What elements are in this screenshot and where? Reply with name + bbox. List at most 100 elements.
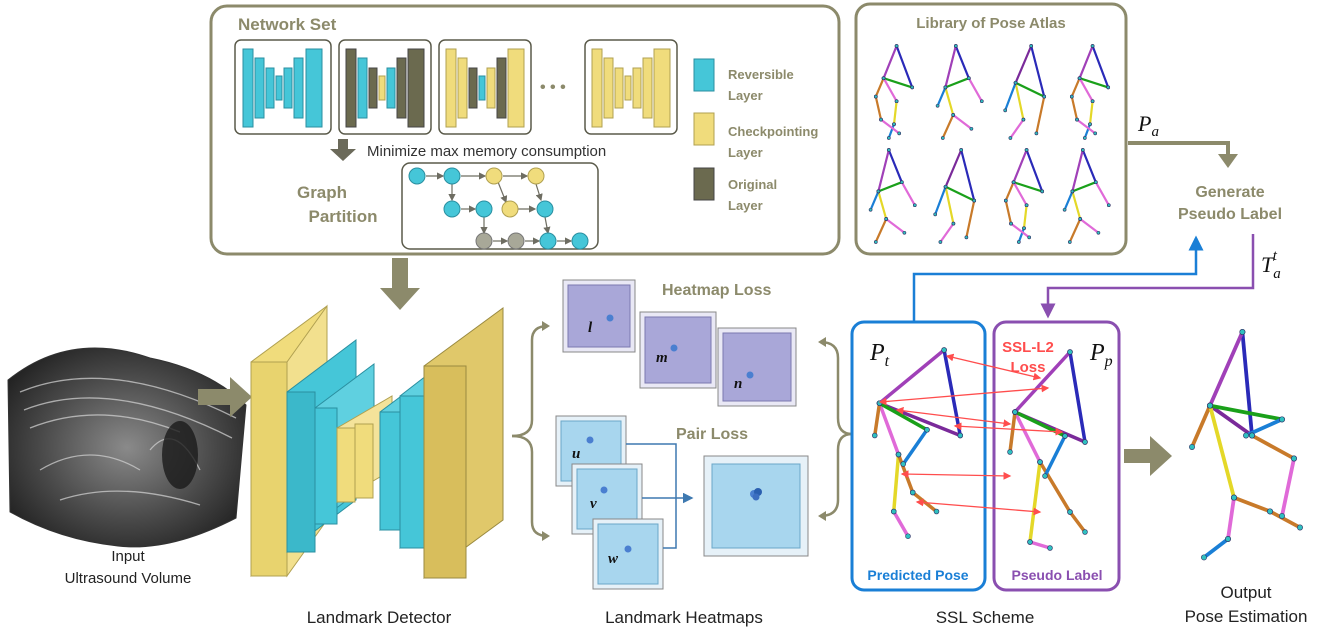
skeleton-joint <box>979 99 984 104</box>
skeleton-bone <box>1268 509 1302 530</box>
skeleton-bone <box>1208 330 1245 408</box>
graph-partition-label-2: Partition <box>309 207 378 226</box>
skeleton-joint <box>1297 524 1303 531</box>
skeleton-joint <box>1078 217 1083 221</box>
skeleton-joint <box>886 136 891 140</box>
skeleton-bone <box>901 428 929 466</box>
skeleton-joint <box>1047 545 1053 551</box>
skeleton-joint <box>886 148 891 152</box>
legend-original: Original Layer <box>693 167 777 213</box>
skeleton-joint <box>1037 459 1043 465</box>
skeleton-joint <box>1267 508 1273 515</box>
skeleton-bone <box>1071 190 1082 221</box>
skeleton-bone <box>1063 190 1074 211</box>
skeleton-bone <box>1004 199 1013 225</box>
skeleton-joint <box>1096 230 1101 235</box>
heatmap-loss-label: Heatmap Loss <box>662 282 771 299</box>
skeleton-bone <box>1226 495 1236 541</box>
skeleton-joint <box>1067 349 1073 355</box>
caption-ssl-scheme: SSL Scheme <box>936 608 1035 627</box>
predicted-pose-flow-arrow <box>912 235 1204 322</box>
skeleton-joint <box>1279 416 1285 423</box>
svg-text:u: u <box>572 446 580 462</box>
skeleton-joint <box>890 508 897 515</box>
skeleton-bone <box>873 401 882 438</box>
svg-text:Layer: Layer <box>728 198 763 213</box>
skeleton-bone <box>874 95 883 121</box>
skeleton-bone <box>1035 95 1046 135</box>
skeleton-joint <box>1027 235 1032 240</box>
skeleton-joint <box>873 240 878 244</box>
skeleton-bone <box>1014 81 1025 121</box>
skeleton-bone <box>874 77 885 98</box>
skeleton-bone <box>936 86 947 107</box>
skeleton-joint <box>895 451 902 458</box>
skeleton-joint <box>1029 44 1034 48</box>
skeleton-joint <box>1291 455 1297 462</box>
skeleton-joint <box>1067 240 1072 244</box>
skeleton-bone <box>900 181 916 207</box>
skeleton-joint <box>900 461 906 467</box>
skeleton-joint <box>1027 539 1033 545</box>
heatmap-n: n <box>717 327 797 407</box>
skeleton-joint <box>1009 221 1013 226</box>
skeleton-joint <box>1189 444 1195 450</box>
skeleton-joint <box>1013 80 1018 85</box>
skeleton-bone <box>954 44 970 80</box>
skeleton-joint <box>1082 439 1088 445</box>
svg-text:n: n <box>734 376 742 392</box>
skeleton-joint <box>1106 203 1111 208</box>
skeleton-joint <box>1067 509 1073 515</box>
pair-loss-group: Pair Loss u v w <box>555 415 809 590</box>
skeleton-bone <box>892 509 910 538</box>
skeleton-bone <box>869 190 880 211</box>
network-box-mixed-checkpoint <box>438 39 532 135</box>
skeleton-bone <box>877 401 901 457</box>
pair-combined-heatmap <box>703 455 809 557</box>
skeleton-bone <box>939 222 955 244</box>
heatmaps-output-bracket <box>819 340 853 436</box>
skeleton-joint <box>938 240 943 244</box>
skeleton-bone <box>944 44 957 89</box>
skeleton-joint <box>1069 94 1074 99</box>
skeleton-bone <box>1025 148 1044 193</box>
caption-input-2: Ultrasound Volume <box>65 570 192 587</box>
ellipsis: • • • <box>540 79 566 96</box>
ssl-scheme: Pt Pp SSL-L2 Loss Predicted Pose Pseudo … <box>850 320 1121 592</box>
skeleton-joint <box>1080 148 1085 152</box>
skeleton-joint <box>1012 409 1018 415</box>
caption-output-2: Pose Estimation <box>1185 607 1308 626</box>
legend-checkpointing: Checkpointing Layer <box>693 112 818 160</box>
atlas-skeletons <box>868 44 1111 244</box>
skeleton-joint <box>879 117 883 122</box>
detector-output-bracket <box>511 324 549 438</box>
skeleton-bone <box>1208 403 1254 438</box>
skeleton-bone <box>1068 217 1082 244</box>
skeleton-joint <box>1093 180 1098 185</box>
skeleton-bone <box>892 452 901 514</box>
minimize-text: Minimize max memory consumption <box>367 143 606 160</box>
skeleton-bone <box>1075 118 1097 135</box>
skeleton-bone <box>892 100 898 126</box>
skeleton-bone <box>1081 148 1097 184</box>
ssl-loss-label-2: Loss <box>1010 359 1045 376</box>
skeleton-bone <box>1013 410 1042 464</box>
skeleton-bone <box>1068 510 1087 534</box>
skeleton-bone <box>1250 433 1296 461</box>
landmark-detector-network <box>250 304 504 579</box>
pseudo-label-flow-arrow <box>1040 234 1255 319</box>
skeleton-bone <box>1070 95 1079 121</box>
skeleton-joint <box>1003 198 1008 203</box>
ssl-loss-label-1: SSL-L2 <box>1002 339 1054 356</box>
output-pose-skeleton <box>1189 329 1303 561</box>
skeleton-joint <box>1090 99 1095 104</box>
skeleton-bone <box>895 44 914 89</box>
ssl-correspondence-arrows <box>878 353 1064 516</box>
skeleton-joint <box>1082 136 1087 140</box>
skeleton-joint <box>871 432 878 439</box>
skeleton-bone <box>1043 434 1067 478</box>
skeleton-bone <box>1083 123 1092 140</box>
skeleton-bone <box>944 148 963 188</box>
skeleton-joint <box>876 189 881 194</box>
skeleton-joint <box>933 212 938 217</box>
